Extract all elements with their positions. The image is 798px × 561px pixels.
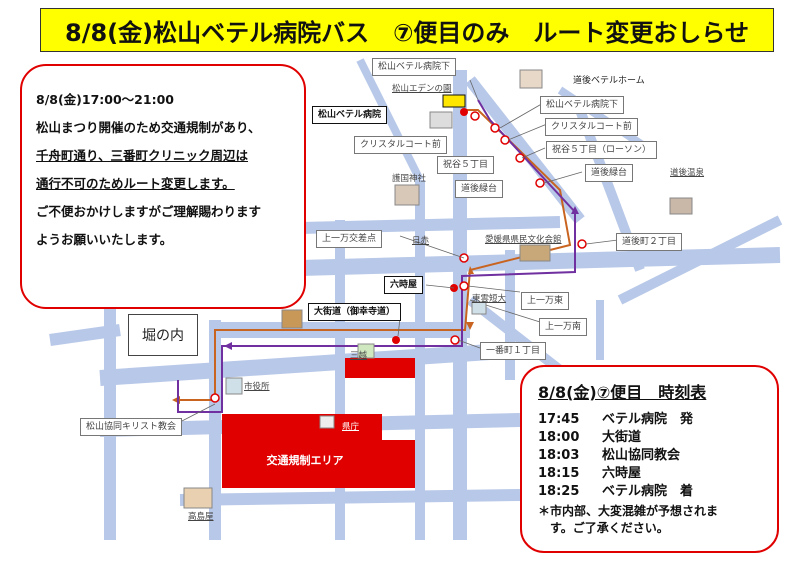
office-icon bbox=[319, 415, 335, 429]
restricted-strip bbox=[345, 358, 415, 378]
schedule-row: 17:45 ベテル病院 発 bbox=[538, 411, 763, 429]
place-label: 日赤 bbox=[412, 236, 430, 246]
stop-marker bbox=[490, 123, 500, 133]
stop-label: 一番町１丁目 bbox=[480, 342, 547, 360]
stop-label: 松山ベテル病院下 bbox=[540, 96, 625, 114]
notice-line: 8/8(金)17:00～21:00 bbox=[36, 92, 174, 107]
stop-label: 松山ベテル病院下 bbox=[372, 58, 457, 76]
rokujiya-label: 六時屋 bbox=[384, 276, 424, 294]
stop-marker bbox=[500, 135, 510, 145]
schedule-note-line: ＊市内部、大変混雑が予想されま bbox=[538, 504, 719, 518]
road bbox=[617, 215, 783, 305]
okaido-marker bbox=[392, 336, 400, 344]
stop-label: 道後町２丁目 bbox=[616, 233, 683, 251]
stop-label: 祝谷５丁目 bbox=[437, 156, 495, 174]
hospital-marker bbox=[460, 108, 468, 116]
place-label: 道後ベテルホーム bbox=[573, 76, 645, 86]
notice-line: ご不便おかけしますがご理解賜わります bbox=[36, 204, 262, 219]
place-label: 高島屋 bbox=[188, 512, 214, 522]
department-store-icon bbox=[183, 487, 213, 509]
building-icon bbox=[357, 343, 375, 359]
schedule-box: 8/8(金)⑦便目 時刻表 17:45 ベテル病院 発 18:00 大街道 18:0… bbox=[520, 365, 779, 553]
stop-label: 上一万南 bbox=[539, 318, 588, 336]
school-icon bbox=[471, 301, 487, 315]
schedule-stop: 六時屋 bbox=[602, 466, 642, 481]
restricted-block bbox=[345, 440, 415, 488]
hospital-label: 松山ベテル病院 bbox=[312, 106, 388, 124]
stop-label: 祝谷５丁目（ローソン） bbox=[546, 141, 658, 159]
schedule-time: 17:45 bbox=[538, 412, 580, 427]
place-label: 松山エデンの園 bbox=[392, 84, 452, 94]
onsen-icon bbox=[669, 197, 693, 215]
shrine-icon bbox=[394, 184, 420, 206]
schedule-note: ＊市内部、大変混雑が予想されま す。ご了承ください。 bbox=[538, 503, 763, 537]
schedule-note-line: す。ご了承ください。 bbox=[538, 521, 669, 535]
home-icon bbox=[519, 69, 543, 89]
city-hall-icon bbox=[225, 377, 243, 395]
place-label: 道後温泉 bbox=[670, 168, 705, 178]
schedule-stop: ベテル病院 着 bbox=[602, 484, 694, 499]
building-icon bbox=[429, 111, 453, 129]
notice-line: 松山まつり開催のため交通規制があり、 bbox=[36, 120, 261, 135]
museum-icon bbox=[519, 244, 551, 262]
okaido-label: 大街道（御幸寺道） bbox=[308, 303, 402, 321]
stop-marker bbox=[459, 281, 469, 291]
schedule-stop: ベテル病院 発 bbox=[602, 412, 694, 427]
schedule-time: 18:25 bbox=[538, 484, 580, 499]
schedule-stop: 松山協同教会 bbox=[602, 448, 681, 463]
stop-label: 上一万東 bbox=[521, 292, 570, 310]
page-title: 8/8(金)松山ベテル病院バス ⑦便目のみ ルート変更おしらせ bbox=[40, 8, 774, 52]
road bbox=[179, 489, 521, 506]
castle-icon bbox=[281, 309, 303, 329]
notice-line: 千舟町通り、三番町クリニック周辺は bbox=[36, 148, 249, 163]
stop-label: クリスタルコート前 bbox=[354, 136, 447, 154]
stop-marker bbox=[470, 111, 480, 121]
stop-label: クリスタルコート前 bbox=[545, 118, 638, 136]
stop-marker bbox=[210, 393, 220, 403]
notice-line: ようお願いいたします。 bbox=[36, 232, 173, 247]
restricted-zone-label: 交通規制エリア bbox=[266, 454, 344, 467]
schedule-row: 18:00 大街道 bbox=[538, 429, 763, 447]
place-label: 護国神社 bbox=[392, 174, 427, 184]
hospital-icon bbox=[442, 94, 466, 108]
place-label: 愛媛県県民文化会館 bbox=[485, 235, 562, 245]
place-label: 三越 bbox=[350, 351, 368, 361]
area-label: 堀の内 bbox=[128, 314, 198, 356]
stop-marker bbox=[450, 335, 460, 345]
schedule-stop: 大街道 bbox=[602, 430, 642, 445]
stop-marker bbox=[577, 239, 587, 249]
schedule-row: 18:03 松山協同教会 bbox=[538, 447, 763, 465]
stop-marker bbox=[535, 178, 545, 188]
stop-label: 道後緑台 bbox=[585, 164, 634, 182]
stop-label: 道後緑台 bbox=[455, 180, 504, 198]
schedule-row: 18:15 六時屋 bbox=[538, 465, 763, 483]
schedule-time: 18:00 bbox=[538, 430, 580, 445]
road bbox=[99, 342, 521, 386]
stop-marker bbox=[515, 153, 525, 163]
notice-box: 8/8(金)17:00～21:00 松山まつり開催のため交通規制があり、 千舟町… bbox=[20, 64, 306, 309]
road bbox=[356, 58, 424, 182]
notice-line: 通行不可のためルート変更します。 bbox=[36, 176, 235, 191]
place-label: 市役所 bbox=[244, 382, 270, 392]
schedule-time: 18:03 bbox=[538, 448, 580, 463]
schedule-time: 18:15 bbox=[538, 466, 580, 481]
stop-label: 上一万交差点 bbox=[316, 230, 383, 248]
place-label: 東雲短大 bbox=[472, 294, 507, 304]
schedule-title: 8/8(金)⑦便目 時刻表 bbox=[538, 383, 707, 402]
place-label: 県庁 bbox=[342, 422, 360, 432]
schedule-row: 18:25 ベテル病院 着 bbox=[538, 483, 763, 501]
stop-label: 松山協同キリスト教会 bbox=[80, 418, 183, 436]
